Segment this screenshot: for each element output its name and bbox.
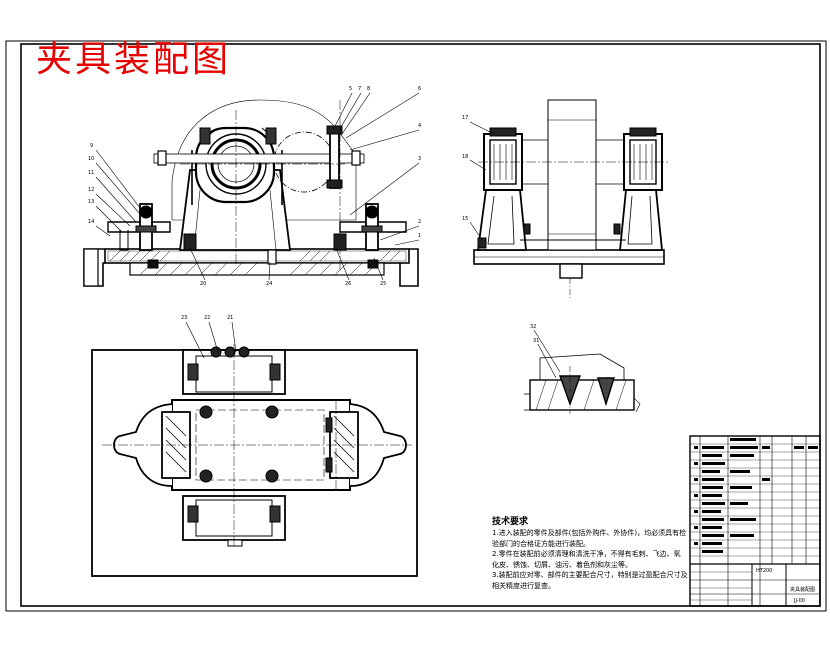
balloon-7: 7 — [358, 86, 362, 92]
balloon-5: 5 — [349, 86, 353, 92]
tech-req-line: 3.装配前应对零、部件的主要配合尺寸，特别是过盈配合尺寸及 — [492, 571, 688, 579]
balloon-31: 31 — [533, 338, 540, 344]
balloon-22: 22 — [204, 315, 211, 321]
parts-list-entries — [694, 438, 818, 553]
front-view — [83, 99, 419, 287]
plan-view-leaders — [185, 321, 237, 359]
balloon-24: 24 — [266, 281, 273, 287]
balloon-17: 17 — [462, 115, 469, 121]
tech-req-line: 相关精度进行复查。 — [492, 581, 555, 590]
drawing-title: 夹具装配图 — [36, 39, 232, 80]
tech-req-line: 化皮、锈蚀、切屑、油污、着色剂和灰尘等。 — [492, 560, 632, 569]
balloon-15: 15 — [462, 216, 469, 222]
tech-req-line: 1.进入装配的零件及部件(包括外购件、外协件)，均必须具有检 — [492, 529, 687, 537]
tech-req-heading: 技术要求 — [492, 517, 529, 527]
balloon-11: 11 — [88, 170, 95, 176]
front-view-leaders — [95, 92, 420, 281]
drawing-border — [5, 40, 827, 612]
balloon-3: 3 — [418, 156, 422, 162]
balloon-25: 25 — [380, 281, 387, 287]
detail-view-leaders — [533, 329, 561, 379]
balloon-8: 8 — [367, 86, 371, 92]
balloon-2: 2 — [418, 219, 422, 225]
technical-requirements: 技术要求 1.进入装配的零件及部件(包括外购件、外协件)，均必须具有检 验部门的… — [492, 516, 707, 591]
balloon-32: 32 — [530, 324, 537, 330]
balloon-21: 21 — [227, 315, 234, 321]
tech-req-line: 2.零件在装配前必须清理和清洗干净，不得有毛刺、飞边、氧 — [492, 550, 681, 558]
balloon-1: 1 — [418, 233, 422, 239]
balloon-14: 14 — [88, 219, 95, 225]
balloon-12: 12 — [88, 187, 95, 193]
side-view-leaders — [469, 121, 495, 241]
balloon-4: 4 — [418, 123, 422, 129]
balloon-10: 10 — [88, 156, 95, 162]
side-view — [473, 99, 668, 300]
balloon-23: 23 — [181, 315, 188, 321]
balloon-18: 18 — [462, 154, 469, 160]
title-block-name: 夹具装配图 — [790, 587, 816, 593]
detail-view — [524, 353, 641, 414]
title-block-code: JJ-00 — [794, 598, 805, 604]
balloon-20: 20 — [200, 281, 207, 287]
title-block — [689, 435, 821, 607]
tech-req-line: 验部门的合格证方能进行装配。 — [492, 539, 590, 548]
balloon-26: 26 — [345, 281, 352, 287]
balloon-13: 13 — [88, 199, 95, 205]
balloon-6: 6 — [418, 86, 422, 92]
plan-view — [91, 344, 418, 577]
title-block-material: HT200 — [756, 568, 773, 574]
balloon-9: 9 — [90, 143, 94, 149]
